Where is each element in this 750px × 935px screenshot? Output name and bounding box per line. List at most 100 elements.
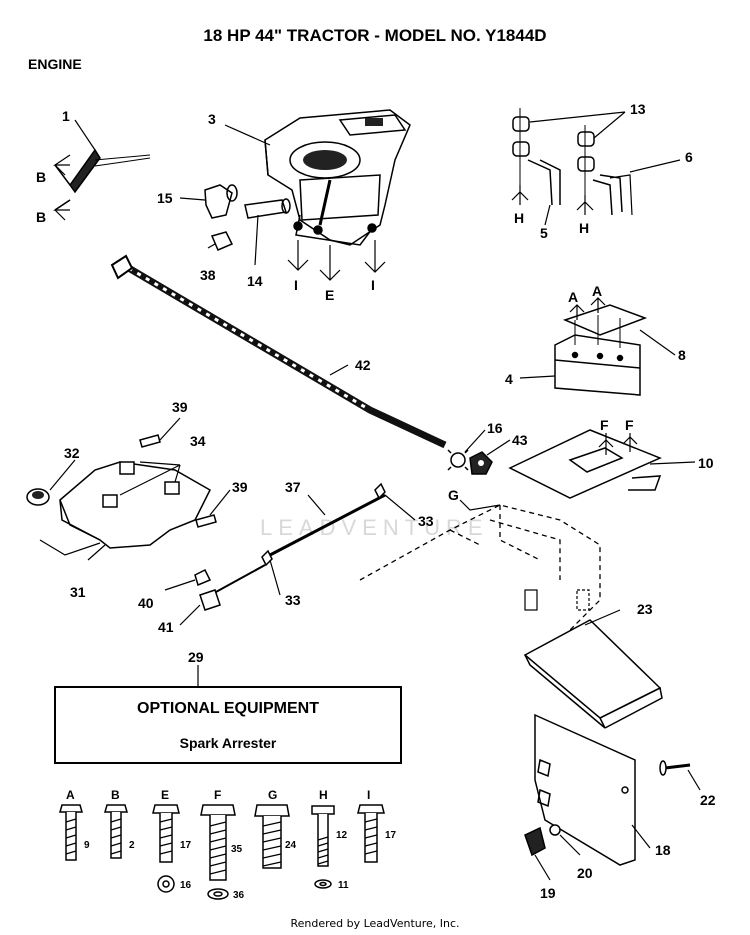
fuel-filter-fittings[interactable] bbox=[194, 568, 221, 611]
callout-15: 15 bbox=[157, 190, 173, 206]
callout-3: 3 bbox=[208, 111, 216, 127]
callout-20: 20 bbox=[577, 865, 593, 881]
ref-letter-b1: B bbox=[36, 169, 46, 185]
callout-22: 22 bbox=[700, 792, 716, 808]
callout-34: 34 bbox=[190, 433, 206, 449]
bolt-a[interactable] bbox=[59, 804, 83, 861]
fuel-line-6 bbox=[592, 174, 623, 216]
ref-letter-h2: H bbox=[579, 220, 589, 236]
hw-letter-h: H bbox=[319, 788, 328, 802]
ref-letter-g1: G bbox=[448, 487, 459, 503]
hw-extra-f: 36 bbox=[233, 890, 245, 901]
hw-part-a: 9 bbox=[84, 840, 90, 851]
ref-letter-h1: H bbox=[514, 210, 524, 226]
callout-16: 16 bbox=[487, 420, 503, 436]
lock-washer-nut[interactable] bbox=[447, 449, 493, 475]
ref-letter-i2: I bbox=[371, 277, 375, 293]
hw-letter-i: I bbox=[367, 788, 370, 802]
screw-22[interactable] bbox=[659, 760, 691, 776]
speed-nut-19[interactable] bbox=[524, 826, 546, 857]
hardware-legend: A 9 B 2 E 17 16 F 35 36 G 24 H 12 11 I 1… bbox=[59, 788, 397, 901]
callout-37: 37 bbox=[285, 479, 301, 495]
spark-arrester-label: Spark Arrester bbox=[179, 735, 277, 751]
callout-39b: 39 bbox=[232, 479, 248, 495]
ref-letter-f1: F bbox=[600, 417, 609, 433]
hw-letter-f: F bbox=[214, 788, 221, 802]
callout-43: 43 bbox=[512, 432, 528, 448]
callout-33b: 33 bbox=[418, 513, 434, 529]
callout-23: 23 bbox=[637, 601, 653, 617]
callout-39a: 39 bbox=[172, 399, 188, 415]
hw-part-g: 24 bbox=[285, 840, 297, 851]
fuel-line-5 bbox=[527, 159, 561, 206]
page-title: 18 HP 44" TRACTOR - MODEL NO. Y1844D bbox=[203, 26, 547, 45]
callout-38: 38 bbox=[200, 267, 216, 283]
muffler-bracket[interactable] bbox=[562, 304, 648, 348]
hw-extra-e: 16 bbox=[180, 880, 192, 891]
hose-clamps[interactable] bbox=[261, 482, 386, 567]
hw-letter-a: A bbox=[66, 788, 75, 802]
optional-equipment-heading: OPTIONAL EQUIPMENT bbox=[137, 700, 319, 717]
callout-13: 13 bbox=[630, 101, 646, 117]
callout-31: 31 bbox=[70, 584, 86, 600]
ref-letter-a1: A bbox=[568, 289, 578, 305]
callout-18: 18 bbox=[655, 842, 671, 858]
hw-part-i: 17 bbox=[385, 830, 397, 841]
hw-part-h: 12 bbox=[336, 830, 348, 841]
fuel-cap[interactable] bbox=[26, 488, 50, 506]
bolt-g[interactable] bbox=[254, 804, 290, 869]
lock-washer-20[interactable] bbox=[549, 824, 561, 836]
hw-letter-e: E bbox=[161, 788, 169, 802]
hw-part-b: 2 bbox=[129, 840, 135, 851]
bolt-f[interactable] bbox=[200, 804, 236, 900]
ref-letter-f2: F bbox=[625, 417, 634, 433]
callout-1: 1 bbox=[62, 108, 70, 124]
callout-33a: 33 bbox=[285, 592, 301, 608]
section-label: ENGINE bbox=[28, 56, 82, 72]
callout-10: 10 bbox=[698, 455, 714, 471]
callout-41: 41 bbox=[158, 619, 174, 635]
leader-lines bbox=[39, 111, 701, 881]
frame-outline bbox=[359, 504, 601, 641]
callout-29: 29 bbox=[188, 649, 204, 665]
watermark-text: LEADVENTURE bbox=[260, 515, 489, 540]
oil-drain-parts[interactable] bbox=[204, 184, 291, 251]
hw-letter-b: B bbox=[111, 788, 120, 802]
ref-letter-i1: I bbox=[294, 277, 298, 293]
fuel-tank[interactable] bbox=[59, 461, 211, 549]
callout-32: 32 bbox=[64, 445, 80, 461]
tank-pads[interactable] bbox=[139, 434, 217, 528]
bolt-i[interactable] bbox=[357, 804, 385, 863]
dipstick-tube[interactable] bbox=[110, 254, 447, 449]
callout-14: 14 bbox=[247, 273, 263, 289]
fuel-line-clamps[interactable] bbox=[512, 108, 633, 216]
ref-letter-e1: E bbox=[325, 287, 334, 303]
hw-extra-h: 11 bbox=[338, 880, 349, 891]
callout-5: 5 bbox=[540, 225, 548, 241]
muffler-support-bracket[interactable] bbox=[523, 619, 663, 729]
optional-equipment-box[interactable]: OPTIONAL EQUIPMENT Spark Arrester bbox=[54, 686, 402, 764]
ref-letter-b2: B bbox=[36, 209, 46, 225]
frame-tabs bbox=[524, 589, 590, 611]
bolt-e[interactable] bbox=[152, 804, 180, 893]
hw-part-f: 35 bbox=[231, 844, 243, 855]
callout-40: 40 bbox=[138, 595, 154, 611]
bolt-h[interactable] bbox=[311, 805, 335, 889]
fuel-line-37[interactable] bbox=[204, 493, 386, 599]
ref-letter-a2: A bbox=[592, 283, 602, 299]
callout-8: 8 bbox=[678, 347, 686, 363]
callout-6: 6 bbox=[685, 149, 693, 165]
footer-credit: Rendered by LeadVenture, Inc. bbox=[290, 917, 460, 930]
callout-19: 19 bbox=[540, 885, 556, 901]
muffler[interactable] bbox=[554, 334, 641, 396]
throttle-cable-clamp[interactable] bbox=[54, 148, 151, 211]
heat-shield-plate[interactable] bbox=[534, 713, 636, 866]
callout-4: 4 bbox=[505, 371, 513, 387]
reference-stems bbox=[53, 154, 638, 511]
engine-assembly[interactable] bbox=[264, 109, 411, 246]
callout-42: 42 bbox=[355, 357, 371, 373]
heat-shield[interactable] bbox=[508, 429, 662, 499]
bolt-b[interactable] bbox=[104, 804, 128, 859]
hw-letter-g: G bbox=[268, 788, 277, 802]
